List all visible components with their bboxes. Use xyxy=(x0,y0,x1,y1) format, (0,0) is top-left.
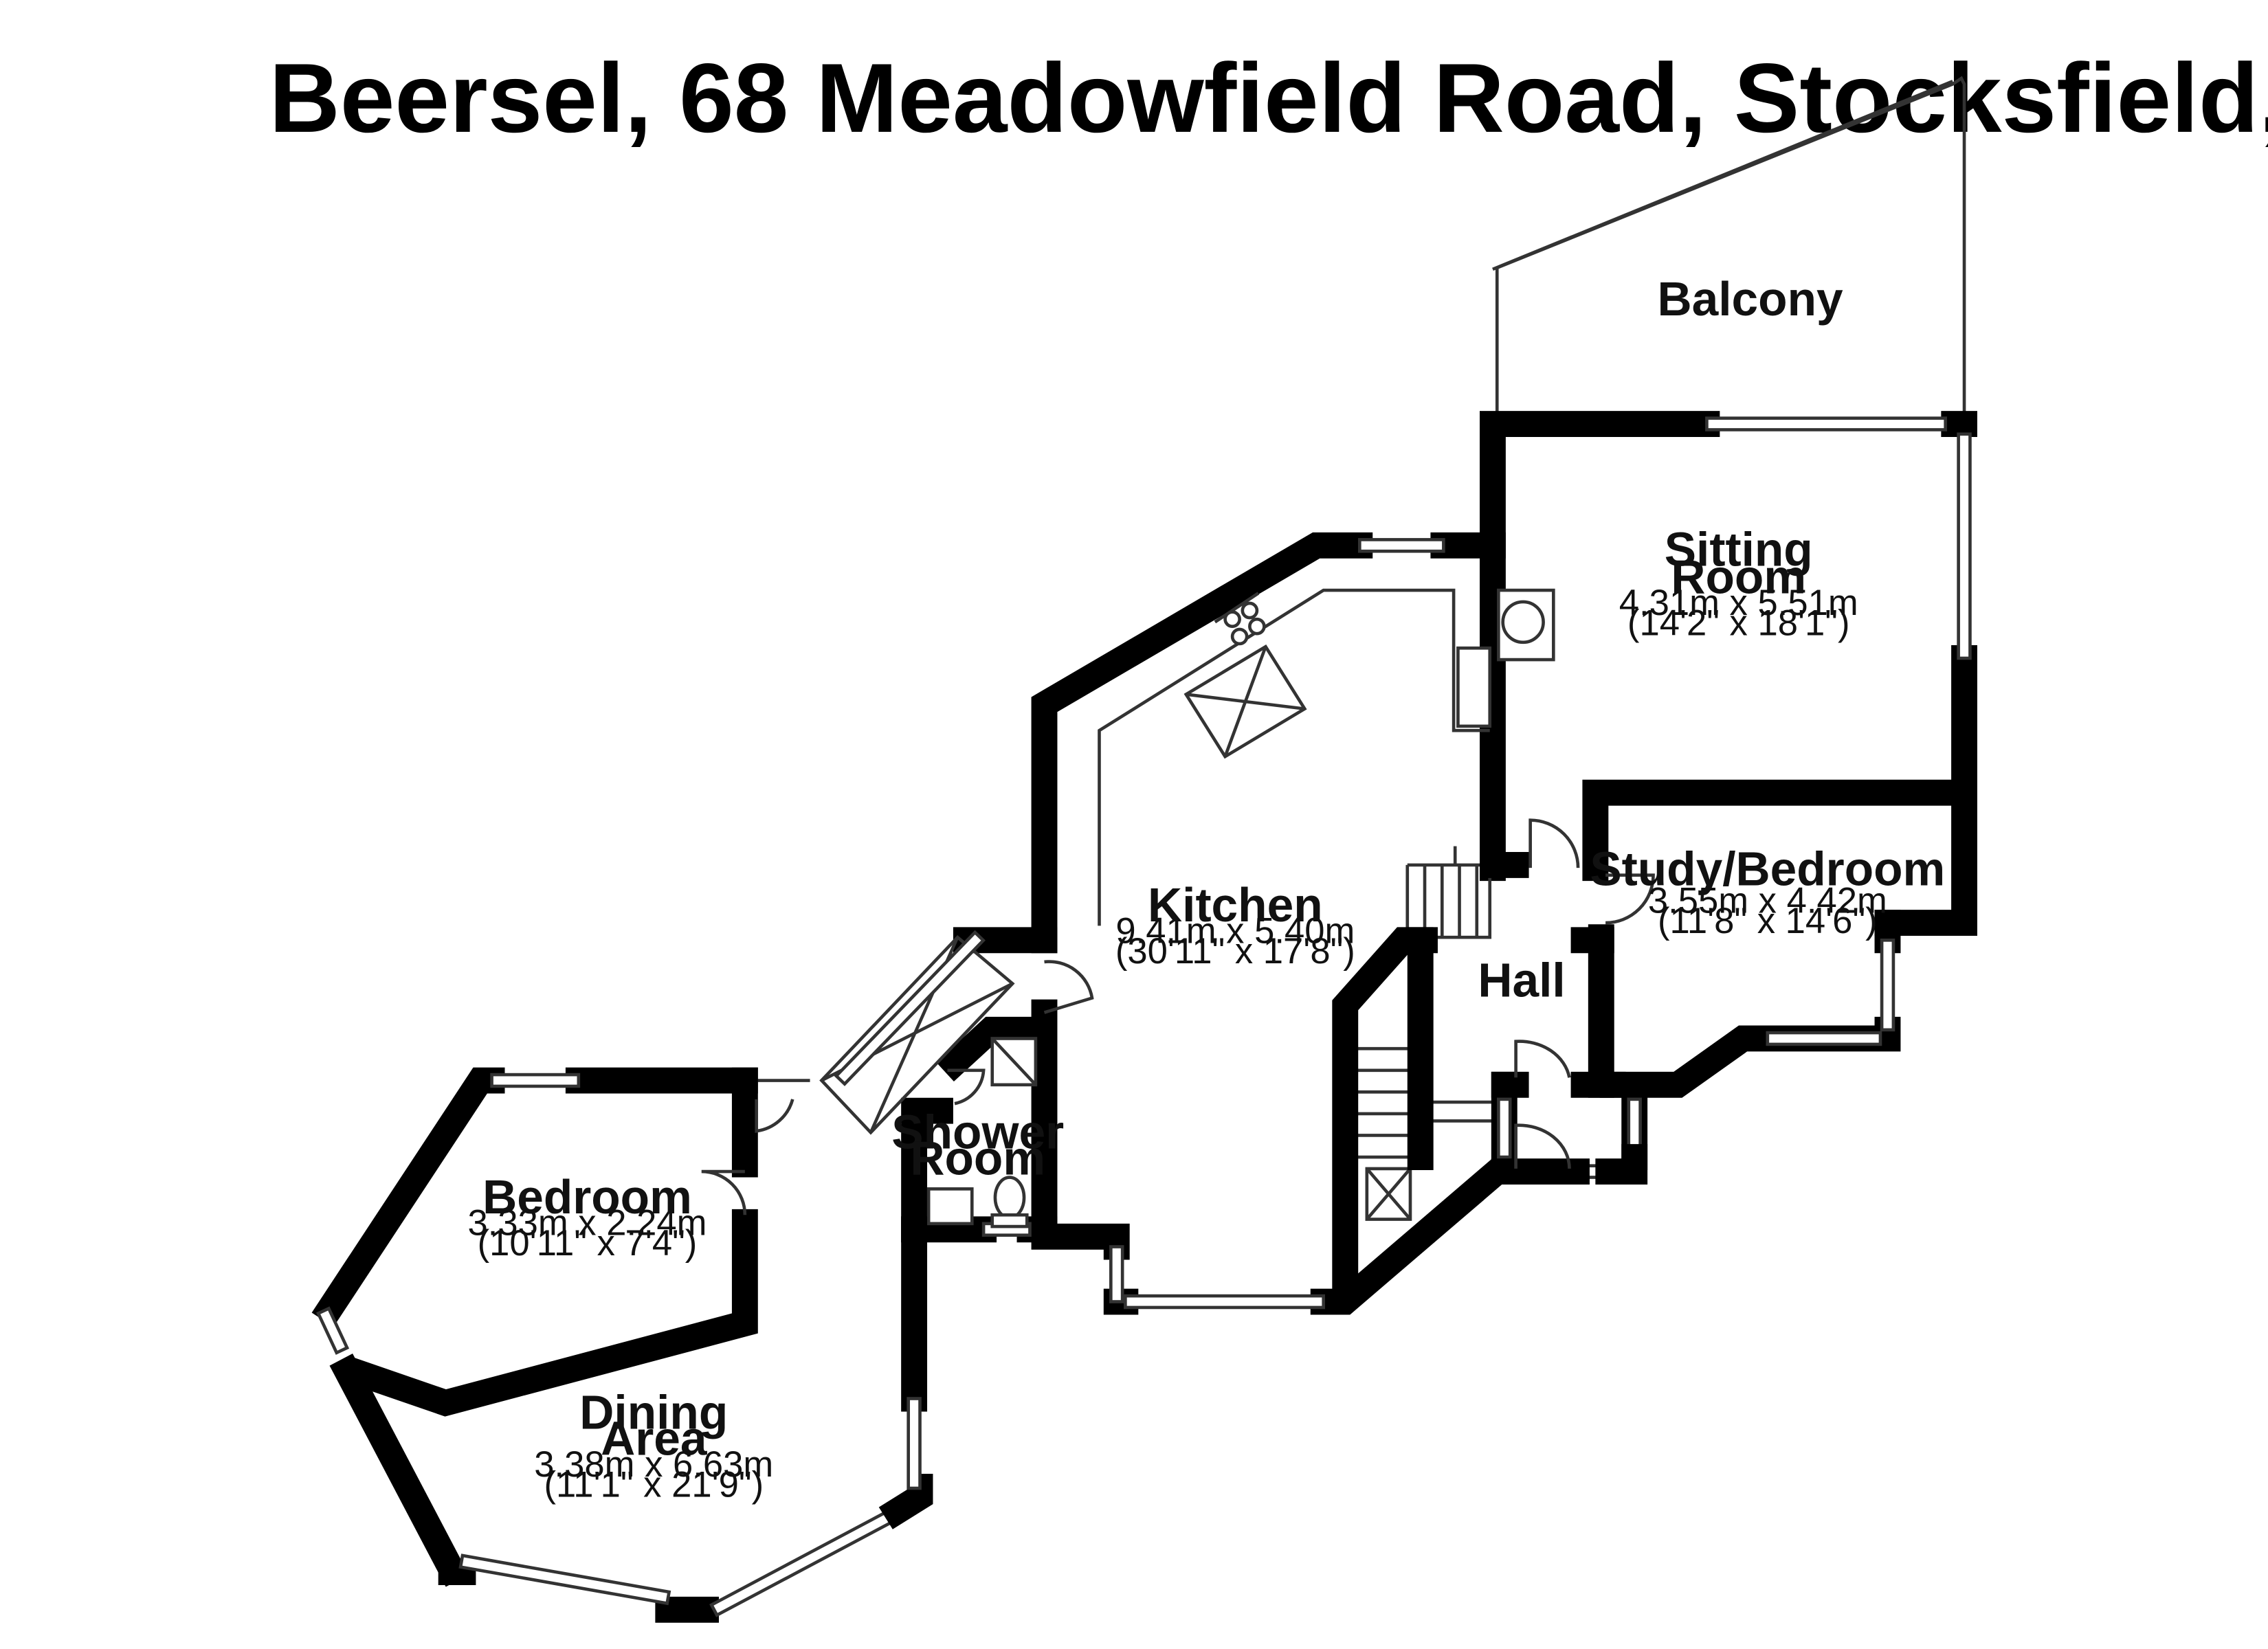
skylight-icon xyxy=(1183,644,1307,759)
kitchen-door[interactable] xyxy=(1043,960,1094,1014)
hall-label: Hall xyxy=(1478,953,1565,1007)
study-bedroom-walls xyxy=(1582,779,1970,1098)
hall-inner-door[interactable] xyxy=(1514,1040,1571,1078)
bedroom-window-top xyxy=(490,1073,581,1088)
kitchen-metric: 9.41m x 5.40m xyxy=(1115,911,1355,952)
entrance-corridor xyxy=(819,930,1015,1135)
dining-window-right xyxy=(907,1397,922,1490)
room-labels: Balcony Sitting Room 4.31m x 5.51m (14'2… xyxy=(467,272,1945,1505)
shower-room-label-line1: Shower xyxy=(891,1105,1064,1158)
sitting-room-imperial: (14'2" x 18'1") xyxy=(1627,603,1850,643)
study-door[interactable] xyxy=(1605,873,1655,925)
shower-door[interactable] xyxy=(947,1068,986,1106)
shower-room-label-line2: Room xyxy=(910,1131,1045,1185)
bedroom-imperial: (10'11" x 7'4") xyxy=(478,1223,698,1264)
bedroom-dining-walls xyxy=(311,1067,933,1623)
study-window-bottom xyxy=(1766,1031,1882,1046)
dining-area-metric: 3.38m x 6.63m xyxy=(534,1444,773,1485)
washbasin xyxy=(926,1187,974,1226)
hall-window-left xyxy=(1497,1097,1512,1159)
sitting-room-window-top xyxy=(1705,416,1947,431)
study-window-side xyxy=(1880,939,1895,1032)
stove-icon xyxy=(1501,600,1545,644)
balcony-outline xyxy=(1492,76,1966,421)
dining-window-bottom-left xyxy=(458,1553,671,1606)
dining-window-left xyxy=(316,1306,350,1355)
sitting-room-window-side xyxy=(1957,432,1972,660)
kitchen-worktop xyxy=(1098,588,1490,926)
study-bedroom-metric: 3.55m x 4.42m xyxy=(1648,880,1887,921)
kitchen-label: Kitchen xyxy=(1148,878,1323,932)
kitchen-window-side xyxy=(1109,1245,1124,1303)
sitting-room-walls xyxy=(1479,411,1977,936)
dining-window-bottom-right xyxy=(709,1501,911,1617)
kitchen-walls xyxy=(953,532,1515,1315)
kitchen-window-bottom xyxy=(1124,1294,1326,1310)
balcony-label: Balcony xyxy=(1657,272,1843,326)
front-door[interactable] xyxy=(1514,1123,1571,1169)
dining-area-imperial: (11'1" x 21'9") xyxy=(544,1465,764,1505)
bedroom-label: Bedroom xyxy=(482,1170,692,1224)
bedroom-door[interactable] xyxy=(701,1169,747,1215)
bedroom-metric: 3.33m x 2.24m xyxy=(467,1203,707,1244)
dining-area-label-line2: Area xyxy=(601,1412,708,1466)
hall-door-sitting[interactable] xyxy=(1528,818,1580,868)
corridor-window xyxy=(834,930,986,1086)
kitchen-window-top xyxy=(1358,538,1445,553)
dining-area-label-line1: Dining xyxy=(579,1386,728,1439)
sitting-room-label-line1: Sitting xyxy=(1665,522,1813,576)
hall-walls xyxy=(1332,818,1655,1301)
bedroom-entry-door[interactable] xyxy=(755,1099,794,1133)
study-bedroom-imperial: (11'8" x 14'6") xyxy=(1658,901,1878,941)
study-bedroom-label: Study/Bedroom xyxy=(1590,842,1945,895)
kitchen-imperial: (30'11" x 17'8") xyxy=(1115,931,1355,972)
sitting-room-metric: 4.31m x 5.51m xyxy=(1619,583,1858,623)
page-title: Beersel, 68 Meadowfield Road, Stocksfiel… xyxy=(269,43,2268,153)
kitchen-sink xyxy=(1456,646,1492,728)
shower-room-walls xyxy=(901,960,1094,1243)
sitting-room-label-line2: Room xyxy=(1671,550,1806,603)
